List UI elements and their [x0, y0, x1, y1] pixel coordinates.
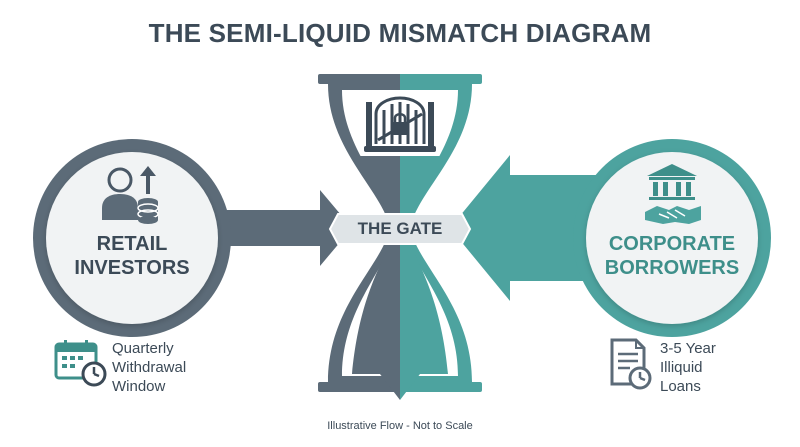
footer-caption: Illustrative Flow - Not to Scale [327, 420, 473, 432]
document-clock-icon [610, 338, 652, 390]
gate-label-band [328, 213, 472, 245]
corporate-borrowers-circle [573, 139, 771, 337]
loans-note-line1: 3-5 Year [660, 340, 716, 357]
locked-gate-icon [364, 96, 436, 152]
corporate-borrowers-label-line1: CORPORATE [608, 233, 736, 255]
withdrawal-note-line2: Withdrawal [112, 359, 187, 376]
withdrawal-note-line1: Quarterly [112, 340, 174, 357]
bank-handshake-icon [645, 164, 701, 224]
corporate-borrowers-label-line2: BORROWERS [604, 257, 740, 279]
calendar-clock-icon [54, 340, 107, 387]
retail-investors-label-line1: RETAIL [96, 233, 168, 255]
diagram-title: THE SEMI-LIQUID MISMATCH DIAGRAM [148, 18, 652, 48]
investor-with-coins-icon [102, 166, 159, 224]
inflow-arrow-left [200, 190, 352, 266]
withdrawal-note-line3: Window [112, 378, 166, 395]
retail-investors-label: RETAIL INVESTORS [62, 232, 202, 280]
inflow-arrow-right [450, 155, 610, 301]
retail-investors-circle [33, 139, 231, 337]
retail-investors-label-line2: INVESTORS [74, 257, 190, 279]
loans-note-line3: Loans [660, 378, 701, 395]
corporate-borrowers-label: CORPORATE BORROWERS [586, 232, 758, 280]
loans-note-line2: Illiquid [660, 359, 703, 376]
gate-label: THE GATE [357, 219, 443, 238]
withdrawal-window-note: Quarterly Withdrawal Window [112, 339, 222, 396]
illiquid-loans-note: 3-5 Year Illiquid Loans [660, 339, 770, 396]
